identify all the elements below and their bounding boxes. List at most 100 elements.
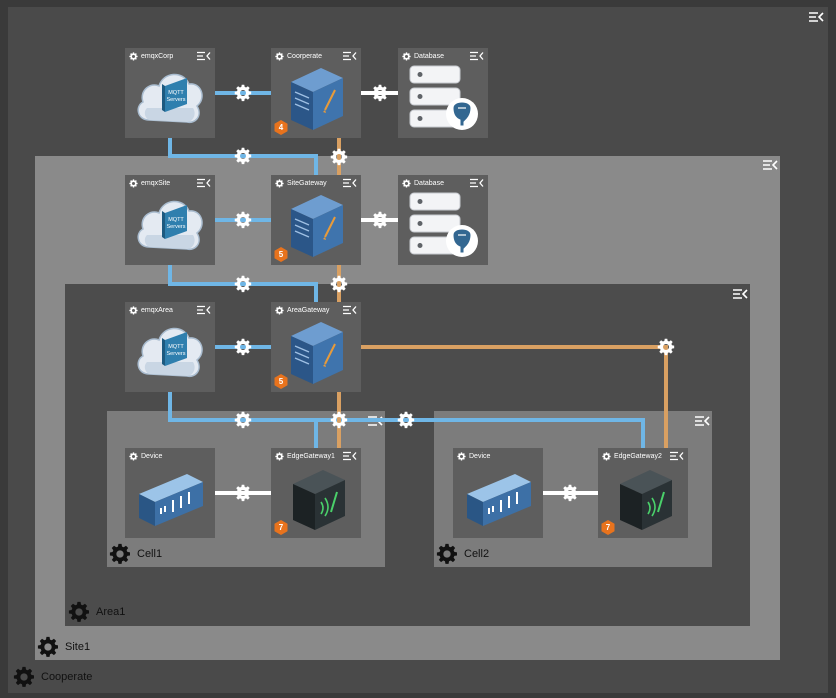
connector-gear-icon[interactable] [234, 338, 252, 356]
connector-gear-icon[interactable] [330, 148, 348, 166]
node-database-corp[interactable]: Database [398, 48, 488, 138]
group-label-area1[interactable]: Area1 [68, 601, 125, 623]
node-title: Device [469, 453, 491, 460]
connector-gear-icon[interactable] [371, 84, 389, 102]
node-title: emqxSite [141, 180, 171, 187]
database-icon [408, 191, 478, 259]
database-icon [408, 64, 478, 132]
version-badge: 5 [274, 374, 288, 389]
connector-gear-icon[interactable] [371, 211, 389, 229]
node-emqxsite[interactable]: emqxSite MQTT Servers [125, 175, 215, 265]
gear-icon[interactable] [275, 52, 284, 61]
collapse-icon[interactable] [732, 288, 748, 300]
menu-icon[interactable] [343, 451, 357, 461]
version-badge: 7 [274, 520, 288, 535]
gear-icon[interactable] [129, 52, 138, 61]
node-sitegateway[interactable]: SiteGateway 5 [271, 175, 361, 265]
menu-icon[interactable] [343, 305, 357, 315]
gateway-server-icon [281, 318, 351, 386]
mqtt-servers-cloud-icon: MQTT Servers [135, 191, 205, 259]
collapse-icon[interactable] [694, 415, 710, 427]
node-device-cell2[interactable]: Device [453, 448, 543, 538]
node-title: Coorperate [287, 53, 323, 60]
mqtt-wire [168, 265, 318, 303]
gateway-server-icon [281, 64, 351, 132]
gear-icon[interactable] [129, 306, 138, 315]
connector-gear-icon[interactable] [330, 275, 348, 293]
node-title: SiteGateway [287, 180, 327, 187]
connector-gear-icon[interactable] [657, 338, 675, 356]
node-title: AreaGateway [287, 307, 330, 314]
gateway-server-icon [281, 191, 351, 259]
connector-gear-icon[interactable] [397, 411, 415, 429]
gear-icon[interactable] [402, 52, 411, 61]
edge-gateway-icon [281, 464, 351, 532]
node-title: emqxArea [141, 307, 173, 314]
mqtt-servers-cloud-icon: MQTT Servers [135, 64, 205, 132]
svg-text:MQTT: MQTT [168, 90, 184, 96]
node-title: emqxCorp [141, 53, 174, 60]
gear-icon[interactable] [129, 179, 138, 188]
group-label-site1[interactable]: Site1 [37, 636, 90, 658]
menu-icon[interactable] [197, 51, 211, 61]
connector-gear-icon[interactable] [561, 484, 579, 502]
mqtt-servers-cloud-icon: MQTT Servers [135, 318, 205, 386]
menu-icon[interactable] [343, 178, 357, 188]
connector-gear-icon[interactable] [234, 211, 252, 229]
collapse-icon[interactable] [762, 159, 778, 171]
menu-icon[interactable] [470, 178, 484, 188]
connector-gear-icon[interactable] [234, 147, 252, 165]
menu-icon[interactable] [197, 178, 211, 188]
gear-icon[interactable] [402, 179, 411, 188]
group-label-cell2[interactable]: Cell2 [436, 543, 489, 565]
svg-text:MQTT: MQTT [168, 344, 184, 350]
gear-icon[interactable] [275, 452, 284, 461]
connector-gear-icon[interactable] [234, 275, 252, 293]
node-emqxcorp[interactable]: emqxCorp MQTT Servers [125, 48, 215, 138]
connector-gear-icon[interactable] [234, 84, 252, 102]
gear-icon[interactable] [457, 452, 466, 461]
node-title: Database [414, 180, 444, 187]
menu-icon[interactable] [670, 451, 684, 461]
node-title: Device [141, 453, 163, 460]
version-badge: 4 [274, 120, 288, 135]
svg-text:Servers: Servers [167, 224, 186, 230]
node-device-cell1[interactable]: Device [125, 448, 215, 538]
node-edgegateway1[interactable]: EdgeGateway1 7 [271, 448, 361, 538]
node-title: Database [414, 53, 444, 60]
menu-icon[interactable] [197, 305, 211, 315]
group-label-text: Cell1 [137, 548, 163, 560]
node-edgegateway2[interactable]: EdgeGateway2 7 [598, 448, 688, 538]
group-label-cooperate[interactable]: Cooperate [13, 666, 92, 688]
version-badge: 7 [601, 520, 615, 535]
group-label-text: Cooperate [41, 671, 93, 683]
connector-gear-icon[interactable] [234, 484, 252, 502]
gear-icon[interactable] [129, 452, 138, 461]
connector-gear-icon[interactable] [234, 411, 252, 429]
menu-icon[interactable] [343, 51, 357, 61]
group-label-text: Area1 [96, 606, 126, 618]
edge-gateway-icon [608, 464, 678, 532]
gateway-wire [361, 345, 668, 448]
group-label-text: Site1 [65, 641, 91, 653]
device-icon [463, 464, 533, 532]
node-coorperate[interactable]: Coorperate 4 [271, 48, 361, 138]
version-badge: 5 [274, 247, 288, 262]
gear-icon[interactable] [275, 306, 284, 315]
node-areagateway[interactable]: AreaGateway 5 [271, 302, 361, 392]
group-label-text: Cell2 [464, 548, 490, 560]
group-label-cell1[interactable]: Cell1 [109, 543, 162, 565]
node-title: EdgeGateway1 [287, 453, 335, 460]
mqtt-wire [168, 138, 318, 176]
menu-icon[interactable] [470, 51, 484, 61]
svg-text:MQTT: MQTT [168, 217, 184, 223]
connector-gear-icon[interactable] [330, 411, 348, 429]
gear-icon[interactable] [275, 179, 284, 188]
device-icon [135, 464, 205, 532]
collapse-icon[interactable] [808, 11, 824, 23]
node-emqxarea[interactable]: emqxArea MQTT Servers [125, 302, 215, 392]
mqtt-wire [170, 418, 645, 448]
gear-icon[interactable] [602, 452, 611, 461]
node-database-site[interactable]: Database [398, 175, 488, 265]
